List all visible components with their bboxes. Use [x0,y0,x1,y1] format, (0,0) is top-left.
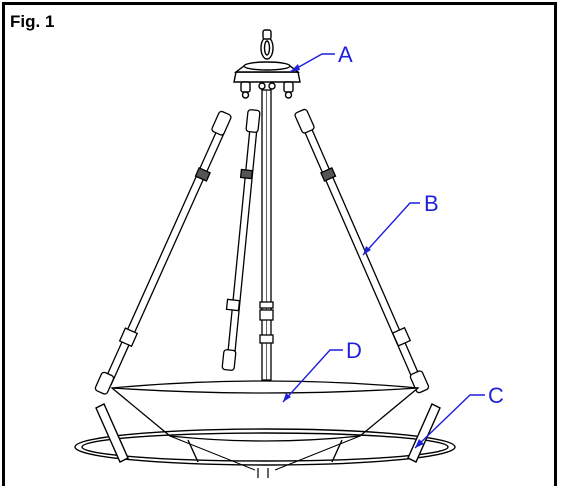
canopy-assembly [233,29,301,99]
canopy-plate [233,71,301,83]
callout-label-d: D [346,338,362,363]
callout-label-a: A [338,42,353,67]
center-stem [259,89,274,381]
callout-label-c: C [488,383,504,408]
glass-bowl [110,380,420,442]
hook-top [262,29,272,40]
support-ring [74,403,456,478]
support-rod-right [294,108,430,394]
callout-line-d [282,349,343,403]
callout-label-b: B [424,191,439,216]
support-rods [94,108,430,395]
callout-line-a [289,53,335,73]
canopy-lug-right [283,81,294,93]
figure-label: Fig. 1 [10,12,55,31]
ring-clip-right [407,403,441,463]
ring-clip-left [95,403,129,463]
support-rod-inner-left [221,109,261,371]
callout-line-c [414,394,485,449]
callout-line-b [362,202,420,256]
callout-lines [282,53,485,449]
figure-frame [2,2,557,486]
support-rod-left [94,110,232,395]
canopy-lug-left [240,81,251,93]
